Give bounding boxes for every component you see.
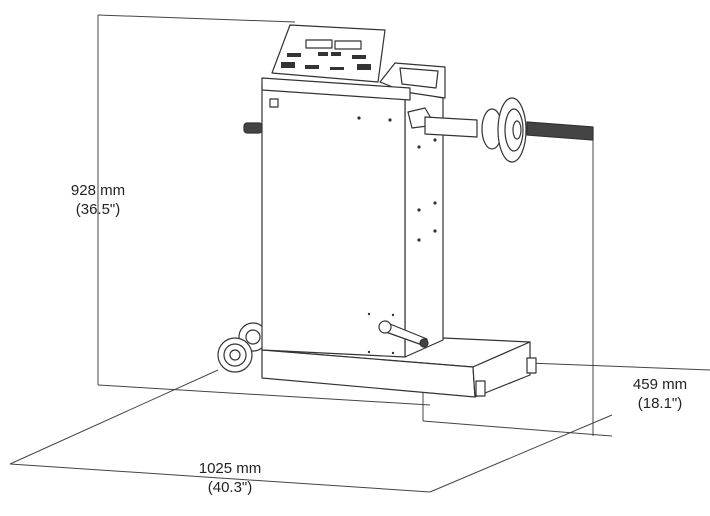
tray-inner <box>399 67 439 89</box>
left-grip <box>243 122 263 134</box>
dimension-lines <box>9 14 710 493</box>
transport-wheel <box>229 349 241 361</box>
machine <box>217 24 594 398</box>
width-metric: 1025 mm <box>198 460 262 477</box>
panel-screws <box>357 116 437 355</box>
depth-dim-bottom <box>422 420 613 437</box>
width-imperial: (40.3") <box>207 479 253 496</box>
base-side <box>472 341 531 398</box>
height-imperial: (36.5") <box>75 201 121 218</box>
threaded-grip <box>526 121 594 141</box>
display-right <box>334 40 362 50</box>
base-foot <box>475 380 486 397</box>
width-dim-bottom <box>9 463 431 493</box>
depth-metric: 459 mm <box>632 376 688 393</box>
width-dim-left <box>9 369 219 465</box>
height-dim-bottom <box>97 384 431 406</box>
label-plate <box>269 98 279 108</box>
height-metric: 928 mm <box>70 182 126 199</box>
height-dimension-label: 928 mm (36.5") <box>58 181 138 219</box>
display-left <box>305 39 333 49</box>
body-front <box>261 84 406 358</box>
pedal-end <box>419 338 429 348</box>
width-dim-right <box>429 414 613 493</box>
shaft-flange <box>512 120 522 140</box>
body-top-cap <box>261 77 411 101</box>
width-dimension-label: 1025 mm (40.3") <box>185 459 275 497</box>
height-dim-top <box>97 14 296 23</box>
control-console <box>271 24 386 83</box>
balancer-shaft <box>424 116 478 138</box>
pedal-pivot <box>378 320 392 334</box>
transport-wheel <box>245 329 261 345</box>
depth-dimension-label: 459 mm (18.1") <box>620 375 700 413</box>
base-foot <box>526 357 537 374</box>
depth-imperial: (18.1") <box>637 395 683 412</box>
console-buttons <box>281 52 371 70</box>
